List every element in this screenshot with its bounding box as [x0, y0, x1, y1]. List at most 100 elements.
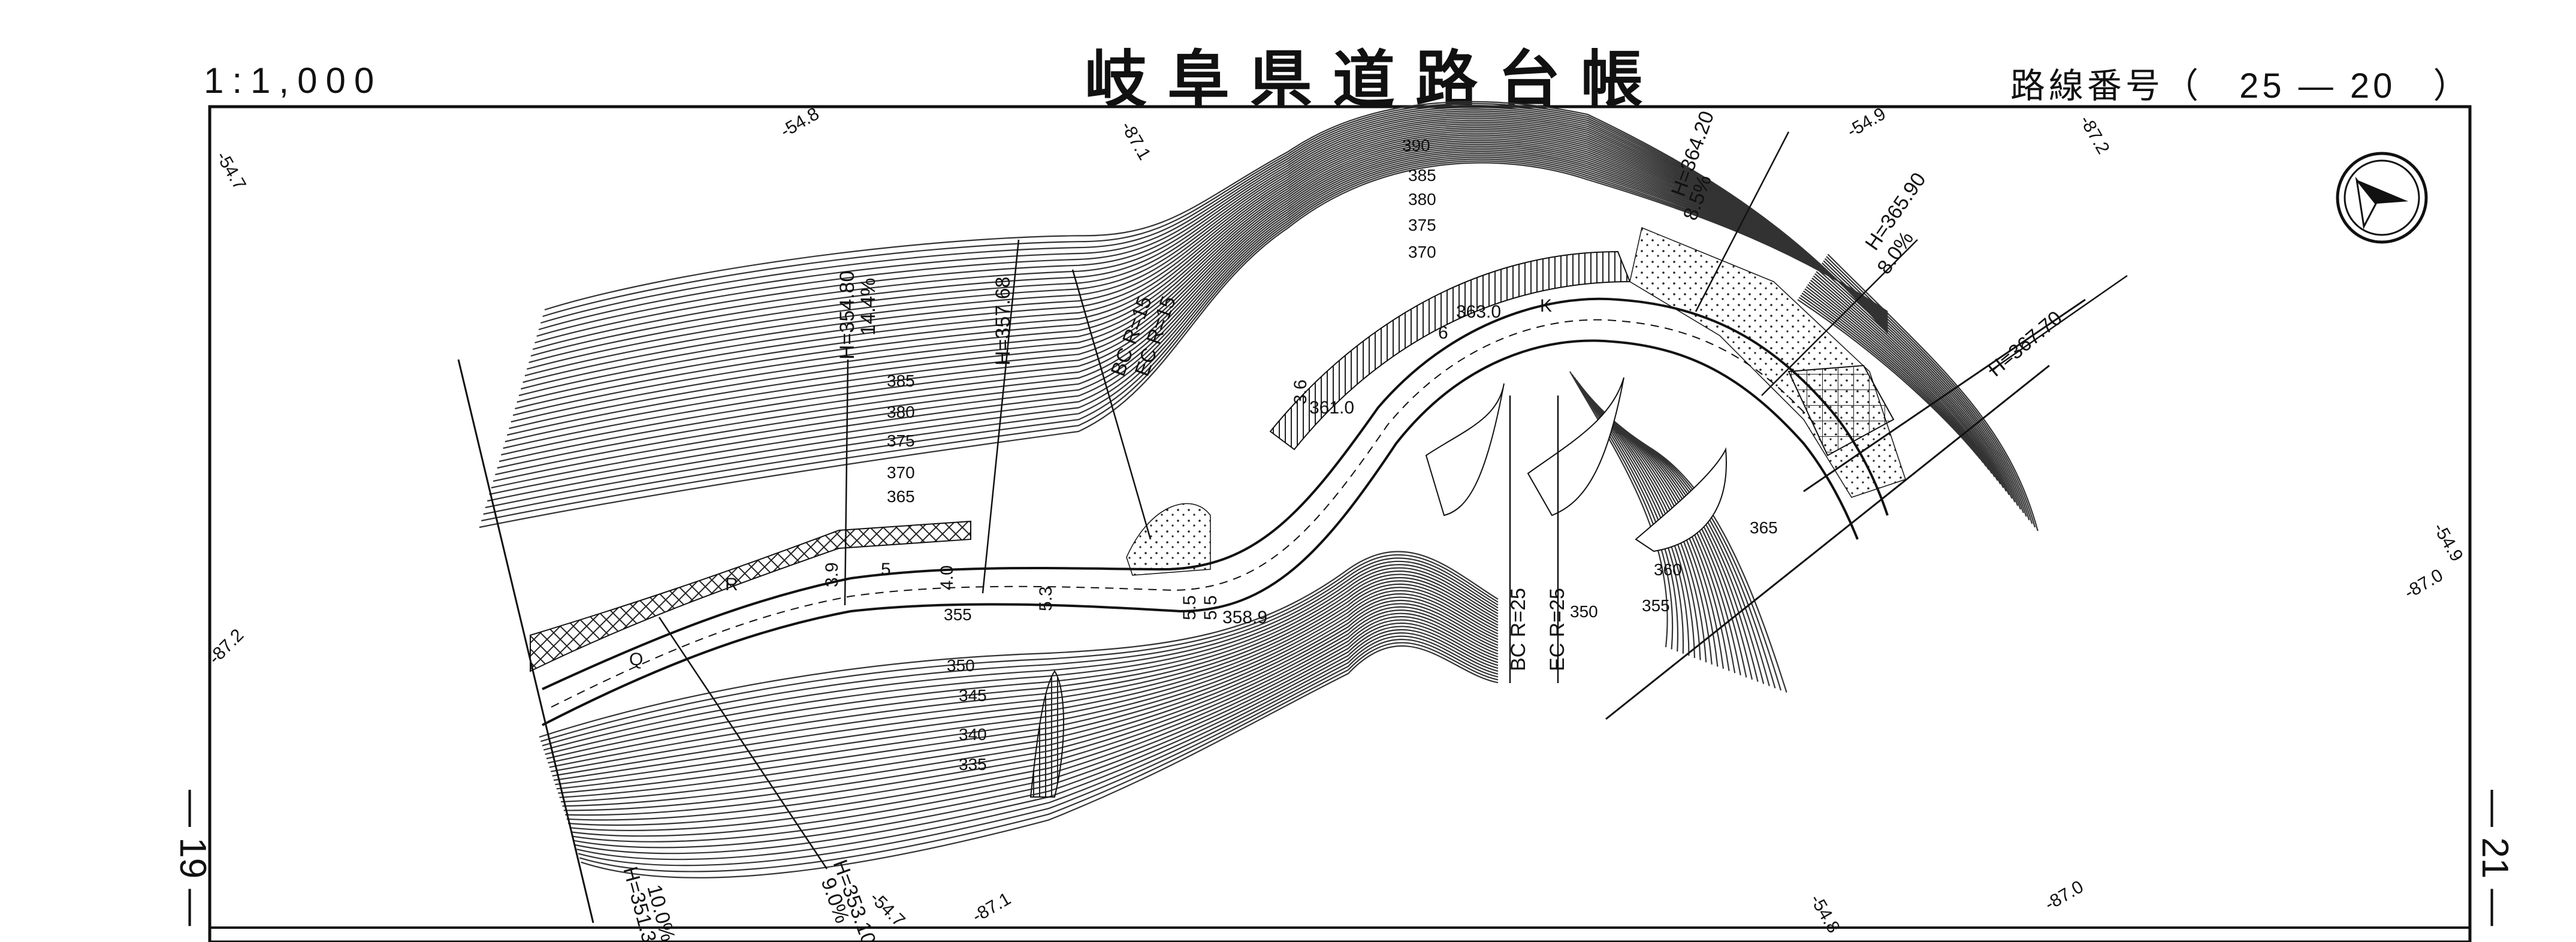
map-frame — [208, 105, 2472, 942]
elevation-label: H=367.70 — [1984, 307, 2067, 382]
contour-line — [544, 101, 1888, 334]
contour-elevation-label: 365 — [1750, 518, 1778, 537]
grid-coordinate-label: -54.8 — [1806, 891, 1844, 937]
road-dimension-label: R — [725, 575, 738, 594]
road-dimension-label: 5.5 — [1180, 595, 1200, 620]
road-dimension-label: 361.0 — [1309, 398, 1354, 418]
contour-line — [556, 590, 1499, 790]
spur-ridge-d — [1029, 670, 1064, 798]
north-arrow-icon — [2336, 152, 2428, 244]
boundary-line-west — [457, 359, 594, 923]
grid-coordinate-label: -54.7 — [212, 148, 250, 194]
contour-line — [566, 612, 1499, 821]
elevation-label: H=354.80 — [836, 271, 859, 360]
contour-line — [530, 114, 1888, 357]
contour-line — [501, 141, 1888, 456]
contour-line — [553, 583, 1499, 781]
contour-line — [581, 645, 1499, 878]
contour-line — [512, 131, 1888, 416]
curve-label: BC R=25 — [1507, 588, 1530, 671]
contour-line — [493, 149, 1888, 482]
elevation-label: H=357.68 — [992, 277, 1014, 366]
contour-line — [534, 110, 1888, 344]
dotted-fill-middle — [1126, 503, 1211, 576]
contour-line — [1569, 299, 1978, 648]
contour-line — [536, 108, 1888, 337]
road-dimension-label: 3.9 — [822, 562, 842, 587]
contour-line — [517, 126, 1888, 403]
road-dimension-label: 358.9 — [1222, 608, 1267, 627]
contour-elevation-label: 355 — [1642, 596, 1670, 615]
page-title: 岐阜県道路台帳 — [1085, 46, 1664, 115]
road-dimension-label: 5.5 — [1201, 595, 1221, 620]
road-dashed-centerline — [551, 319, 1819, 708]
contour-line — [518, 125, 1888, 397]
road-dimension-label: 363.0 — [1456, 302, 1501, 322]
boundary-line-east — [1605, 364, 2050, 720]
contour-line — [555, 587, 1499, 786]
contour-elevation-label: 380 — [1408, 190, 1436, 209]
contour-line — [538, 106, 1888, 332]
grid-coordinate-label: -87.2 — [2076, 112, 2113, 158]
contour-line — [526, 117, 1888, 370]
road-centerline-edge-south — [542, 339, 1859, 726]
contour-line — [570, 622, 1499, 837]
road-dimension-label: 5 — [881, 560, 891, 579]
contour-line — [579, 642, 1499, 872]
boundary-line-east-2 — [1803, 298, 2086, 493]
contour-line — [560, 599, 1499, 803]
dotted-fill-east — [1629, 227, 1906, 498]
map-scale: 1:1,000 — [204, 61, 383, 101]
contour-line — [572, 626, 1499, 843]
hatched-slope-top — [1269, 250, 1631, 451]
right-page-marker: — 21 — — [2474, 790, 2515, 926]
contour-line — [491, 151, 1888, 489]
contour-line — [546, 567, 1499, 760]
contour-line — [543, 560, 1499, 751]
map-labels: -54.7-87.2-54.8-87.1-54.9-87.2-54.7-87.1… — [205, 104, 2467, 942]
contour-elevation-label: 350 — [1570, 602, 1598, 621]
contour-line — [551, 577, 1499, 772]
spur-ridge-b — [1527, 377, 1624, 517]
contour-line — [563, 606, 1499, 811]
route-number: 路線番号（ 25 — 20 ） — [2010, 58, 2472, 108]
contour-line — [509, 134, 1888, 430]
contour-line — [545, 564, 1499, 755]
station-leaders — [658, 131, 2128, 869]
contour-line — [529, 116, 1888, 364]
crosshatch-embankment-west — [530, 520, 971, 672]
contour-line — [479, 162, 1888, 529]
grid-coordinate-label: -54.9 — [1844, 104, 1889, 141]
contour-line — [487, 155, 1888, 502]
road-dimension-label: 4.0 — [937, 565, 957, 590]
contour-line — [576, 635, 1499, 861]
grid-coordinate-label: -87.0 — [2042, 877, 2087, 914]
contour-line — [532, 112, 1888, 351]
grid-coordinate-label: -54.9 — [2429, 520, 2467, 565]
contour-line — [540, 104, 1888, 333]
grade-label: 14.4% — [857, 278, 880, 336]
contour-line — [562, 603, 1499, 807]
contour-line — [552, 580, 1499, 777]
spur-ridge-a — [1425, 383, 1505, 517]
contour-line — [485, 156, 1888, 509]
contour-line — [483, 158, 1888, 515]
contour-line — [539, 551, 1499, 738]
contour-line — [515, 129, 1888, 410]
contour-elevation-label: 390 — [1402, 136, 1430, 155]
grid-coordinate-label: -54.8 — [777, 104, 823, 141]
contour-line — [505, 138, 1888, 443]
contour-line — [558, 593, 1499, 794]
contour-elevation-label: 360 — [1654, 560, 1682, 579]
contour-line — [542, 557, 1499, 747]
contour-elevation-label: 385 — [887, 372, 915, 390]
contour-elevation-label: 385 — [1408, 166, 1436, 185]
contour-line — [499, 143, 1888, 463]
contour-elevation-label: 375 — [887, 431, 915, 450]
contour-line — [540, 554, 1499, 742]
road-dimension-label: K — [1540, 296, 1552, 316]
contour-line — [489, 153, 1888, 496]
contour-elevation-label: 355 — [944, 605, 972, 624]
grid-coordinate-label: -87.0 — [2401, 565, 2447, 603]
